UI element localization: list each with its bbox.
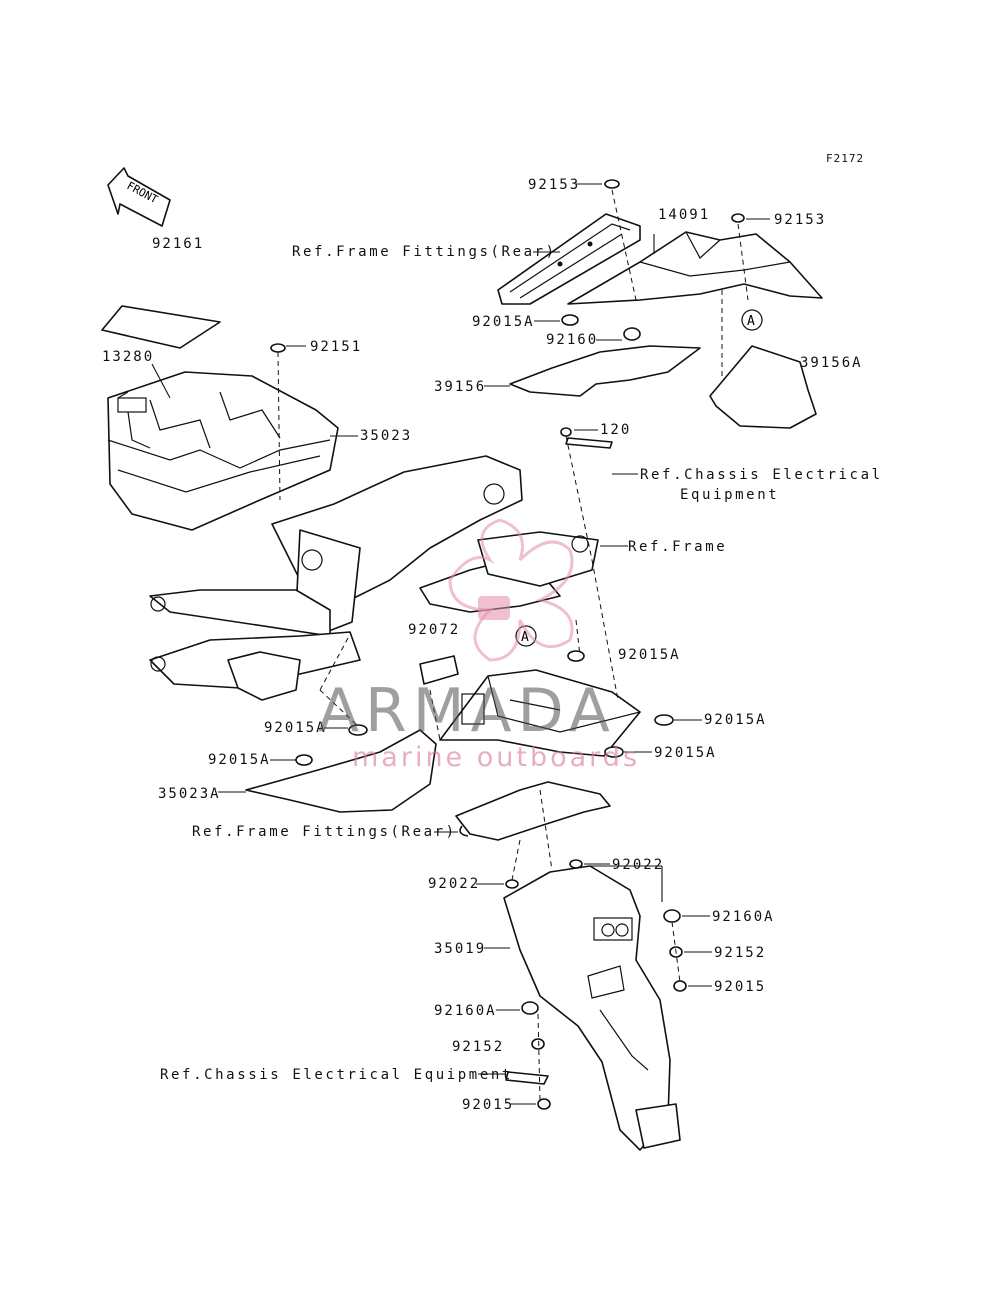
label-92015A-mid: 92015A <box>618 647 681 663</box>
part-35019-fender <box>503 865 681 1151</box>
part-39156A-pad <box>709 345 817 429</box>
svg-text:A: A <box>747 314 755 329</box>
washer-92015A-right1 <box>654 714 674 726</box>
part-14091-cover <box>567 231 823 305</box>
watermark-subtitle: marine outboards <box>352 742 641 773</box>
label-ref-chassis-electrical-bottom: Ref.Chassis Electrical Equipment <box>160 1067 513 1083</box>
nut-92015-bottom <box>537 1098 551 1110</box>
washer-92015A-top <box>561 314 579 326</box>
watermark-logo <box>448 518 574 662</box>
washer-92015A-left1 <box>348 724 368 736</box>
label-92153-right: 92153 <box>774 212 827 228</box>
leader-lines <box>151 183 770 1105</box>
label-92015A-right1: 92015A <box>704 712 767 728</box>
marker-a-mid: A <box>515 625 537 647</box>
label-92152-left: 92152 <box>452 1039 505 1055</box>
label-14091: 14091 <box>658 207 711 223</box>
label-92151: 92151 <box>310 339 363 355</box>
fasteners <box>270 179 745 1110</box>
label-92153-top: 92153 <box>528 177 581 193</box>
label-92160A-left: 92160A <box>434 1003 497 1019</box>
watermark-title: ARMADA <box>318 676 616 746</box>
label-ref-chassis-electrical-line2: Equipment <box>680 487 780 503</box>
svg-text:A: A <box>521 630 529 645</box>
collar-92152-left <box>531 1038 545 1050</box>
bolt-120 <box>560 427 572 437</box>
label-92160A-right: 92160A <box>712 909 775 925</box>
label-92072: 92072 <box>408 622 461 638</box>
label-92015A-left1: 92015A <box>264 720 327 736</box>
label-92022-right: 92022 <box>612 857 665 873</box>
label-ref-frame: Ref.Frame <box>628 539 728 555</box>
grommet-92160 <box>623 327 641 341</box>
label-ref-frame-fittings-rear-bottom: Ref.Frame Fittings(Rear) <box>192 824 457 840</box>
label-92015A-left2: 92015A <box>208 752 271 768</box>
part-battery-case <box>439 669 641 757</box>
washer-92022-left <box>505 879 519 889</box>
bracket-chassis-elec-top <box>565 437 613 449</box>
bracket-chassis-elec-bottom <box>505 1071 549 1085</box>
bolt-92151 <box>270 343 286 353</box>
washer-92022-right <box>569 859 583 869</box>
grommet-92160A-right <box>663 909 681 923</box>
label-ref-frame-fittings-rear-top: Ref.Frame Fittings(Rear) <box>292 244 557 260</box>
bolt-92153-right <box>731 213 745 223</box>
bolt-92153-top <box>604 179 620 189</box>
label-120: 120 <box>600 422 632 438</box>
part-frame <box>149 455 599 701</box>
diagram-code: F2172 <box>826 152 865 165</box>
label-13280: 13280 <box>102 349 155 365</box>
label-39156A: 39156A <box>800 355 863 371</box>
label-92015-right: 92015 <box>714 979 767 995</box>
label-92161: 92161 <box>152 236 205 252</box>
assembly-dashed-lines <box>277 189 749 1101</box>
part-35023-tray <box>107 371 339 531</box>
part-rear-bracket <box>455 781 611 841</box>
part-39156-pad <box>509 345 701 397</box>
label-92015A-right2: 92015A <box>654 745 717 761</box>
grommet-92160A-left <box>521 1001 539 1015</box>
label-35023: 35023 <box>360 428 413 444</box>
front-direction-arrow: FRONT <box>107 167 171 227</box>
label-92022-left: 92022 <box>428 876 481 892</box>
washer-92015A-mid <box>567 650 585 662</box>
marker-a-top: A <box>741 309 763 331</box>
label-92152-right: 92152 <box>714 945 767 961</box>
part-92161-sheet <box>101 305 221 349</box>
label-35019: 35019 <box>434 941 487 957</box>
label-92015-bottom: 92015 <box>462 1097 515 1113</box>
label-35023A: 35023A <box>158 786 221 802</box>
nut-92015-right <box>673 980 687 992</box>
part-rear-frame-fitting-top <box>497 213 641 305</box>
washer-92015A-right2 <box>604 746 624 758</box>
washer-92015A-left2 <box>295 754 313 766</box>
label-ref-chassis-electrical-line1: Ref.Chassis Electrical <box>640 467 883 483</box>
label-92160: 92160 <box>546 332 599 348</box>
part-35023A-cover <box>245 729 437 813</box>
label-92015A-top: 92015A <box>472 314 535 330</box>
part-92072-bracket <box>419 655 459 685</box>
label-39156: 39156 <box>434 379 487 395</box>
